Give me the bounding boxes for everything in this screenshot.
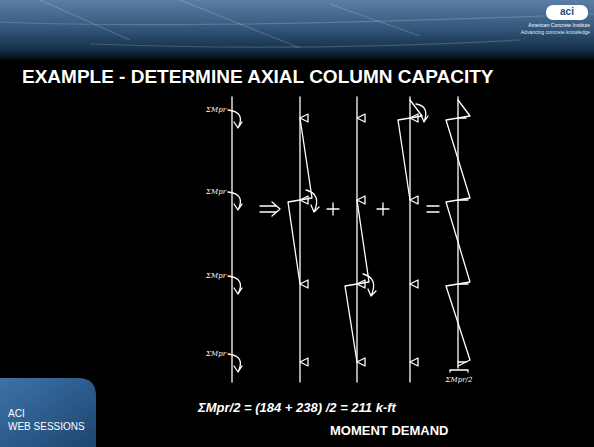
moment-label: ΣMpr	[206, 106, 226, 114]
session-brand: ACI	[8, 408, 25, 419]
logo-tagline: Advancing concrete knowledge	[521, 29, 590, 35]
logo-text: American Concrete Institute	[528, 22, 590, 28]
glass-streaks	[0, 0, 594, 48]
moment-equation: ΣMpr/2 = (184 + 238) /2 = 211 k-ft	[198, 400, 396, 415]
slide-title: EXAMPLE - DETERMINE AXIAL COLUMN CAPACIT…	[22, 66, 494, 88]
moment-label: ΣMpr	[206, 272, 226, 280]
column-sketch	[228, 97, 470, 382]
corner-tab	[0, 378, 96, 447]
moment-label: ΣMpr/2	[446, 376, 473, 384]
moment-label: ΣMpr	[206, 350, 226, 358]
session-brand: WEB SESSIONS	[8, 421, 85, 432]
logo-badge	[546, 5, 588, 20]
header-band	[0, 0, 594, 62]
logo-mark: aci	[560, 6, 574, 17]
slide-subtitle: MOMENT DEMAND	[330, 423, 448, 438]
moment-label: ΣMpr	[206, 188, 226, 196]
